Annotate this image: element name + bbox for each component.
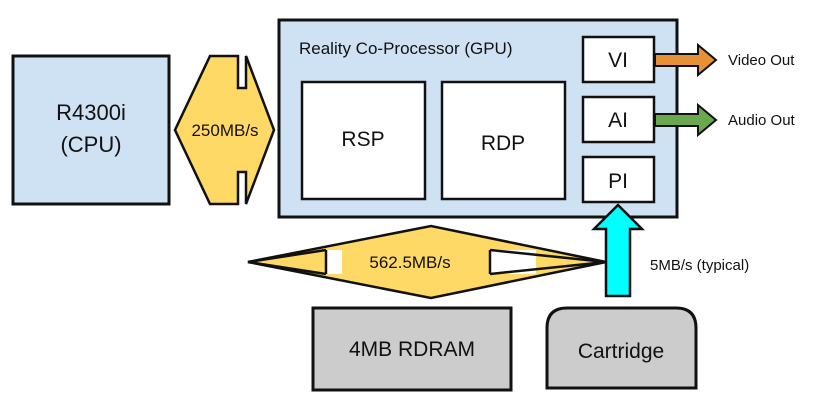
rsp-box [300,80,427,201]
cpu-label-line1: R4300i [56,100,126,125]
cartridge-label: Cartridge [578,340,664,363]
cpu-rcp-bus: 250MB/s [173,54,276,206]
video-out-label: Video Out [728,52,795,69]
cpu-rcp-bandwidth-label: 250MB/s [191,121,258,140]
cart-pi-arrow [590,203,646,298]
rcp-block: Reality Co-Processor (GPU) RSP RDP VI AI… [277,18,679,219]
ai-label: AI [608,109,628,132]
rdp-box [440,80,567,201]
rdram-box [311,306,513,392]
audio-out: Audio Out [654,102,796,138]
rcp-rdram-bandwidth-label: 562.5MB/s [369,253,450,272]
cartridge-block: Cartridge [545,306,698,390]
cart-pi-link: 5MB/s (typical) [590,203,749,298]
vi-label: VI [608,49,628,72]
ai-box [581,95,656,144]
cartridge-box [545,306,698,390]
cart-pi-bandwidth-label: 5MB/s (typical) [650,257,749,274]
cpu-label-line2: (CPU) [60,132,121,157]
rcp-rdram-bus-notch-left [326,250,342,274]
video-out: Video Out [654,42,795,78]
rcp-rdram-bus: 562.5MB/s [247,224,607,300]
pi-label: PI [608,170,628,193]
rcp-title: Reality Co-Processor (GPU) [299,39,513,58]
cpu-block: R4300i (CPU) [11,54,171,206]
rdram-label: 4MB RDRAM [349,338,475,361]
rdram-block: 4MB RDRAM [311,306,513,392]
pi-box [581,155,656,204]
cpu-box [11,54,171,206]
rdp-label: RDP [481,132,525,155]
rsp-label: RSP [341,128,384,151]
video-out-arrow [654,42,718,78]
cpu-rcp-bus-arrow [173,54,276,206]
vi-box [581,35,656,84]
audio-out-label: Audio Out [728,112,796,129]
audio-out-arrow [654,102,718,138]
rcp-rdram-bus-notch-right [490,250,536,274]
